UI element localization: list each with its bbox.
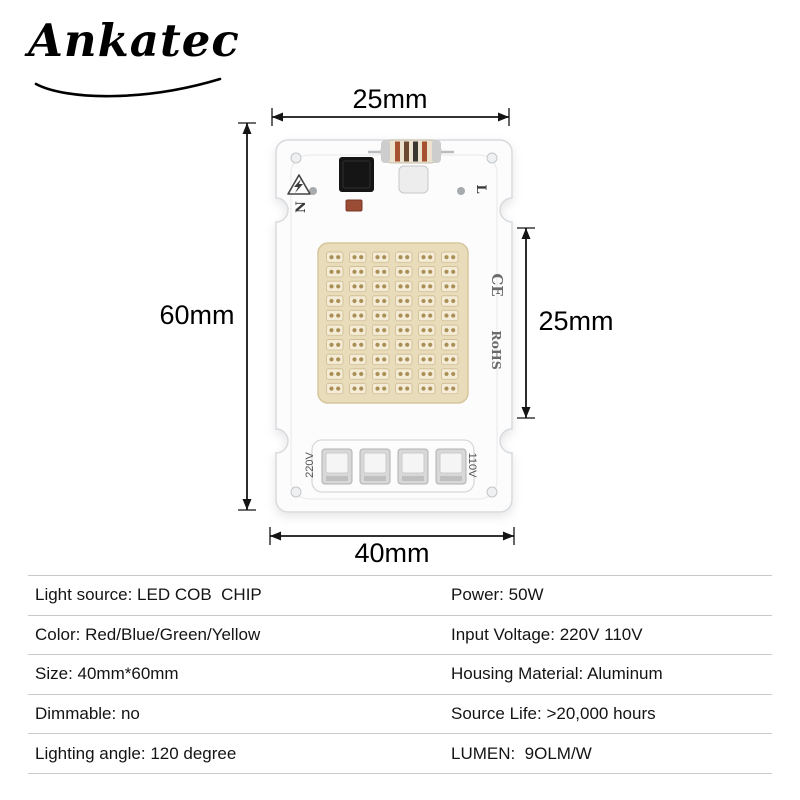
marking-110v: 110V [466, 453, 478, 479]
brand-logo: Ankatec [28, 14, 240, 98]
marking-220v: 220V [304, 451, 316, 477]
warning-lightning-icon [287, 174, 311, 195]
connector-block [311, 439, 475, 493]
resistor [380, 139, 442, 164]
connector-outline [311, 439, 475, 493]
spec-cell-left: Dimmable: no [35, 704, 140, 724]
spec-cell-right: Housing Material: Aluminum [451, 664, 663, 684]
spec-cell-right: Source Life: >20,000 hours [451, 704, 656, 724]
brand-logo-text: Ankatec [28, 14, 240, 67]
spec-row: Color: Red/Blue/Green/Yellow Input Volta… [28, 616, 772, 656]
product-image: N L CE RoHS 220V 110V [238, 108, 535, 545]
marking-rohs: RoHS [489, 330, 504, 370]
connector-pad [397, 448, 429, 485]
dimension-top-label: 25mm [352, 84, 428, 114]
led-grid [324, 250, 462, 396]
led-array [317, 242, 469, 404]
relay-component [398, 165, 429, 194]
spec-cell-left: Color: Red/Blue/Green/Yellow [35, 624, 261, 644]
spec-row: Light source: LED COB CHIP Power: 50W [28, 576, 772, 616]
solder-point [309, 187, 317, 195]
mounting-hole [486, 152, 498, 164]
spec-cell-left: Light source: LED COB CHIP [35, 585, 262, 605]
dimension-left-label: 60mm [159, 300, 235, 330]
ic-chip [339, 157, 374, 192]
spec-cell-right: Input Voltage: 220V 110V [451, 624, 643, 644]
logo-underline [34, 77, 222, 98]
spec-cell-right: LUMEN: 9OLM/W [451, 743, 592, 763]
spec-table: Light source: LED COB CHIP Power: 50W Co… [28, 575, 772, 774]
dimension-right-label: 25mm [538, 306, 614, 336]
connector-pad [435, 448, 467, 485]
marking-neutral: N [294, 201, 309, 213]
spec-row: Size: 40mm*60mm Housing Material: Alumin… [28, 655, 772, 695]
marking-live: L [473, 184, 488, 193]
dimension-lines [238, 108, 535, 545]
spec-cell-left: Lighting angle: 120 degree [35, 743, 237, 763]
spec-row: Lighting angle: 120 degree LUMEN: 9OLM/W [28, 734, 772, 774]
spec-row: Dimmable: no Source Life: >20,000 hours [28, 695, 772, 735]
spec-cell-left: Size: 40mm*60mm [35, 664, 179, 684]
mounting-hole [486, 486, 498, 498]
connector-pad [321, 448, 353, 485]
spec-cell-right: Power: 50W [451, 585, 544, 605]
dimension-bottom-label: 40mm [354, 538, 430, 568]
mounting-hole [290, 152, 302, 164]
connector-pad [359, 448, 391, 485]
mounting-hole [290, 486, 302, 498]
marking-ce: CE [488, 273, 506, 296]
solder-point [457, 187, 465, 195]
driver-components [287, 139, 465, 212]
smd-component [345, 199, 363, 212]
